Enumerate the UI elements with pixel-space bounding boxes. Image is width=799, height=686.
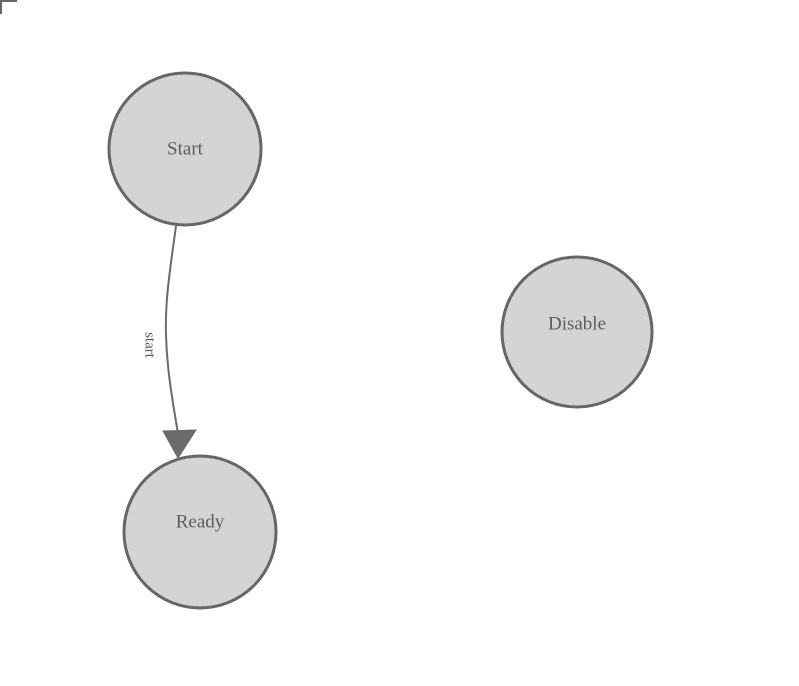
- transition-label-start: start: [142, 332, 158, 359]
- state-node-disable[interactable]: Disable: [500, 255, 654, 409]
- transitions-group: start: [142, 225, 197, 459]
- transition-start-to-ready[interactable]: start: [142, 225, 197, 459]
- top-left-corner-mark: [0, 0, 17, 14]
- transition-line-start-to-ready[interactable]: [164, 225, 179, 435]
- states-group: Start Ready Disable: [107, 71, 654, 610]
- transition-arrowhead-start-to-ready: [162, 429, 197, 459]
- state-node-ready[interactable]: Ready: [122, 454, 278, 610]
- state-circle-start[interactable]: [107, 71, 263, 227]
- state-label-ready: Ready: [176, 511, 225, 532]
- state-label-disable: Disable: [548, 313, 606, 334]
- corner-mark-group: [0, 0, 17, 14]
- state-node-start[interactable]: Start: [107, 71, 263, 227]
- state-label-start: Start: [167, 138, 204, 159]
- state-circle-ready[interactable]: [122, 454, 278, 610]
- state-circle-disable[interactable]: [500, 255, 654, 409]
